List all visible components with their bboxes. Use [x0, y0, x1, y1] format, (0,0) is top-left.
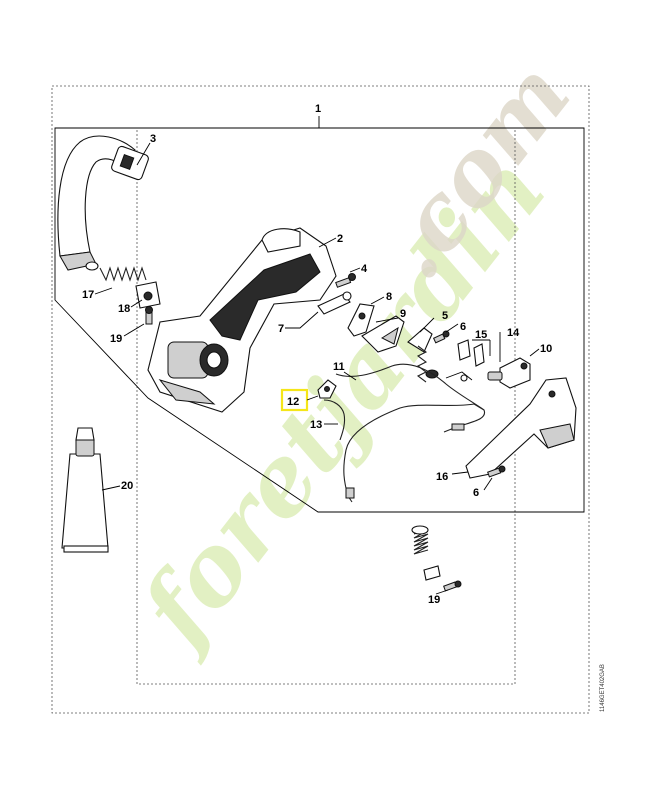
callout-1: 1: [315, 103, 321, 115]
handlebar-part-3: [57, 135, 149, 271]
leader-8: [370, 296, 385, 305]
leader-4: [349, 267, 361, 273]
callout-labels: 1 2 3 4 5 6 6 7 8 9 10 11 12 13 14 15 16…: [82, 103, 552, 606]
screw-part-6-upper: [432, 330, 450, 344]
leader-10: [529, 348, 540, 357]
callout-19-lower: 19: [428, 594, 440, 606]
screw-part-6-lower: [487, 465, 506, 478]
screw-part-19: [145, 306, 153, 325]
callout-2: 2: [337, 233, 343, 245]
clip-parts-14-15: [445, 339, 485, 382]
screw-part-4: [335, 273, 356, 288]
callout-19-upper: 19: [110, 333, 122, 345]
leader-17: [94, 287, 113, 295]
leader-3: [136, 142, 151, 166]
leader-5: [419, 317, 435, 333]
callout-13: 13: [310, 419, 322, 431]
callout-11: 11: [333, 361, 345, 373]
grease-tube-part-20: [61, 427, 109, 553]
callout-6-upper: 6: [460, 321, 466, 333]
pin-part-7: [317, 291, 352, 315]
callout-7: 7: [278, 323, 284, 335]
catch-part-12: [317, 379, 337, 399]
callout-10: 10: [540, 343, 552, 355]
callout-8: 8: [386, 291, 392, 303]
leader-19a: [123, 323, 145, 337]
connector-part-10: [487, 357, 531, 389]
cover-part-16: [465, 377, 577, 479]
callout-16: 16: [436, 471, 448, 483]
callout-15: 15: [475, 329, 487, 341]
outer-kit-frame: [51, 85, 590, 714]
callout-17: 17: [82, 289, 94, 301]
callout-6-lower: 6: [473, 487, 479, 499]
leader-19b: [435, 589, 449, 595]
callout-3: 3: [150, 133, 156, 145]
callout-20: 20: [121, 480, 133, 492]
callout-18: 18: [118, 303, 130, 315]
leader-7: [285, 311, 319, 329]
bracket-part-18: [135, 281, 161, 309]
cable-end-fitting: [345, 487, 355, 499]
spring-assembly-lower: [411, 525, 441, 581]
callout-9: 9: [400, 308, 406, 320]
leader-20: [101, 485, 121, 491]
screw-part-19-lower: [443, 580, 462, 592]
leader-11: [343, 371, 357, 381]
assembly-1-outline: [54, 127, 585, 513]
callout-14: 14: [507, 327, 520, 339]
spring-part-17: [85, 261, 147, 282]
leader-12: [306, 395, 319, 401]
spring-part-13: [323, 399, 346, 441]
leader-18: [130, 299, 143, 308]
leader-2: [318, 237, 337, 248]
callout-4: 4: [361, 263, 368, 275]
cable-clamp: [451, 423, 465, 431]
lever-part-8: [347, 303, 375, 337]
leader-6a: [445, 323, 459, 333]
leader-9: [375, 317, 399, 323]
leader-16: [451, 471, 469, 475]
rear-handle-housing-part-2: [147, 227, 337, 413]
drawing-code: 1146GET402GAB: [600, 664, 606, 712]
callout-5: 5: [442, 310, 448, 322]
leader-6b: [483, 477, 493, 491]
callout-12: 12: [287, 396, 299, 408]
cable-part-11: [335, 363, 486, 503]
